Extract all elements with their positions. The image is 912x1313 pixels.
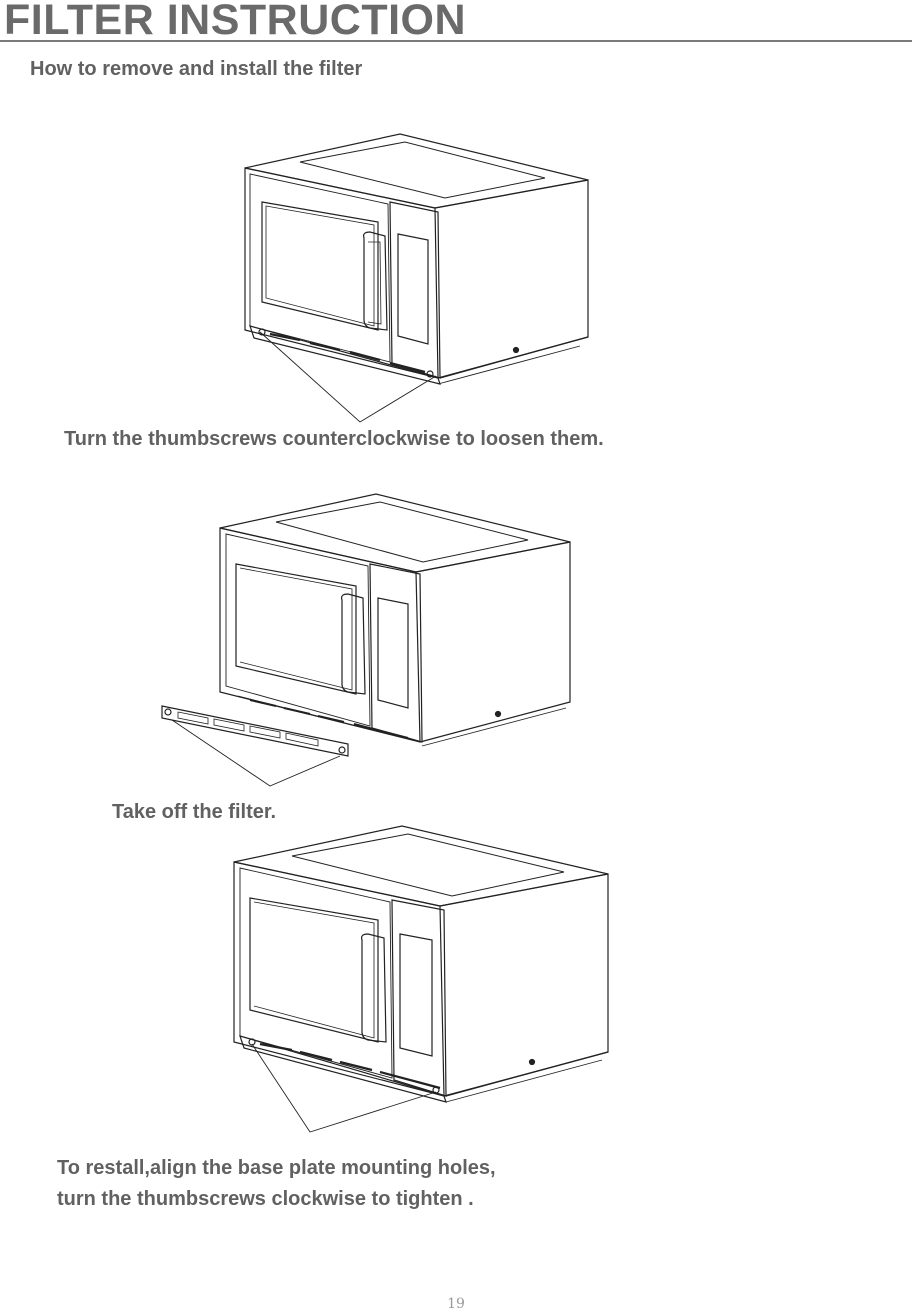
microwave-illustration-loosen <box>240 130 600 425</box>
page-number: 19 <box>447 1296 465 1312</box>
step-3-caption-line-1: To restall,align the base plate mounting… <box>57 1157 496 1179</box>
section-subtitle: How to remove and install the filter <box>30 58 363 80</box>
step-1-caption: Turn the thumbscrews counterclockwise to… <box>64 428 604 450</box>
microwave-illustration-remove-filter <box>158 490 578 790</box>
page-title: FILTER INSTRUCTION <box>4 0 467 44</box>
step-3-caption-line-2: turn the thumbscrews clockwise to tighte… <box>57 1188 474 1210</box>
microwave-illustration-reinstall <box>230 820 615 1138</box>
step-2-caption: Take off the filter. <box>112 801 277 823</box>
title-underline <box>0 40 912 42</box>
step-3-caption: To restall,align the base plate mounting… <box>57 1153 496 1215</box>
